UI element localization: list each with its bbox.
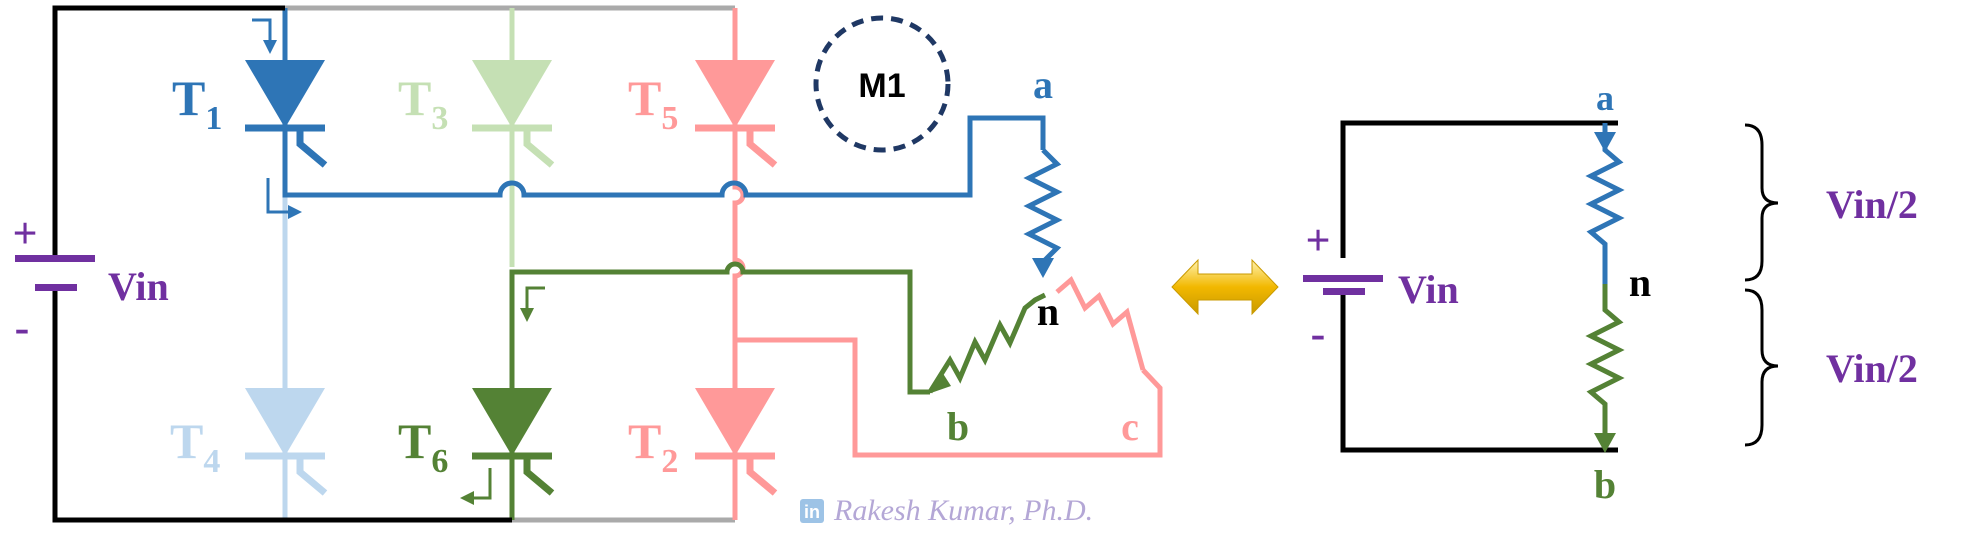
dc-link xyxy=(52,5,512,523)
thyristor-t2 xyxy=(695,388,778,496)
battery-right xyxy=(1303,275,1383,295)
a-arrowhead xyxy=(1032,258,1054,278)
thyristor-t1 xyxy=(245,60,328,168)
supply-label-left: Vin xyxy=(108,264,169,309)
label-t1-base: T xyxy=(172,70,205,126)
node-a-right: a xyxy=(1596,78,1614,118)
mode-badge-text: M1 xyxy=(858,67,905,105)
current-arrow-t1-in xyxy=(252,18,277,54)
label-t2: T2 xyxy=(628,413,678,480)
current-arrow-t1-out xyxy=(266,178,302,219)
label-t6: T6 xyxy=(398,413,448,480)
label-t3-base: T xyxy=(398,70,431,126)
linkedin-icon xyxy=(800,499,824,523)
credit-text: Rakesh Kumar, Ph.D. xyxy=(833,494,1093,527)
label-t1-sub: 1 xyxy=(205,100,222,137)
label-t4-base: T xyxy=(170,413,203,469)
supply-label-right: Vin xyxy=(1398,267,1459,312)
label-t5-base: T xyxy=(628,70,661,126)
mode-badge: M1 xyxy=(813,15,951,153)
linkedin-icon-glyph: in xyxy=(804,502,820,522)
thyristor-t4 xyxy=(245,388,328,496)
thyristor-t6 xyxy=(472,388,555,496)
node-n-left: n xyxy=(1037,289,1059,334)
brace-lower xyxy=(1744,288,1779,447)
label-t4-sub: 4 xyxy=(203,443,220,480)
brace-upper xyxy=(1744,123,1779,282)
upper-voltage-label: Vin/2 xyxy=(1826,182,1918,227)
label-t2-base: T xyxy=(628,413,661,469)
thyristor-t3 xyxy=(472,60,555,168)
current-arrow-t6-out xyxy=(460,468,492,505)
label-t4: T4 xyxy=(170,413,220,480)
node-b-right: b xyxy=(1594,462,1616,507)
label-t5-sub: 5 xyxy=(661,100,678,137)
equivalence-double-arrow xyxy=(1171,258,1279,316)
phase-a-wires xyxy=(282,8,1063,264)
supply-minus-left: - xyxy=(15,303,30,352)
node-c-left: c xyxy=(1121,404,1139,449)
node-n-right: n xyxy=(1629,260,1651,305)
label-t5: T5 xyxy=(628,70,678,137)
label-t3: T3 xyxy=(398,70,448,137)
node-a-left: a xyxy=(1033,62,1053,107)
label-t3-sub: 3 xyxy=(431,100,448,137)
label-t6-base: T xyxy=(398,413,431,469)
current-arrow-t6-in xyxy=(520,286,545,322)
right-circuit-wires xyxy=(1340,120,1625,453)
b-arrowhead xyxy=(928,372,951,394)
lower-voltage-label: Vin/2 xyxy=(1826,346,1918,391)
label-t6-sub: 6 xyxy=(431,443,448,480)
label-t1: T1 xyxy=(172,70,222,137)
label-t2-sub: 2 xyxy=(661,443,678,480)
supply-minus-right: - xyxy=(1311,309,1326,358)
inactive-wires xyxy=(282,5,735,523)
supply-plus-right: + xyxy=(1305,216,1330,265)
supply-plus-left: + xyxy=(12,209,37,258)
credit: in Rakesh Kumar, Ph.D. xyxy=(800,494,1093,527)
phase-b-wires xyxy=(509,261,1047,520)
battery-left xyxy=(15,255,95,291)
right-arrowheads xyxy=(1594,132,1616,453)
thyristor-t5 xyxy=(695,60,778,168)
node-b-left: b xyxy=(947,404,969,449)
